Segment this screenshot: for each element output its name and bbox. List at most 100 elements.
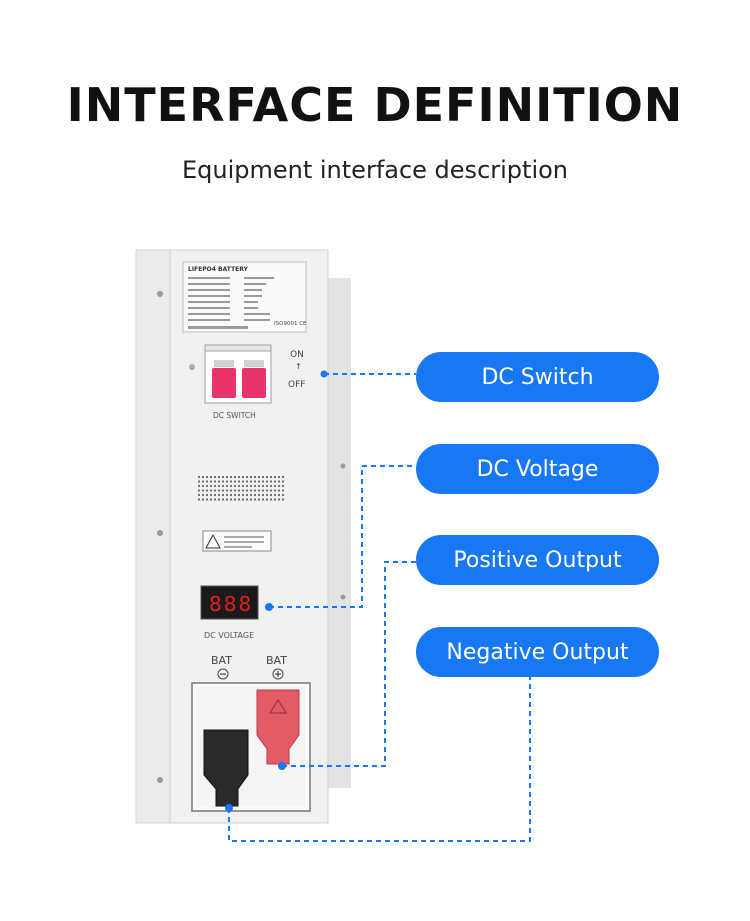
screw-icon [157,777,163,783]
vent-hole [261,493,265,497]
vent-hole [273,484,277,488]
vent-hole [273,480,277,483]
vent-hole [209,498,213,501]
vent-hole [281,498,285,501]
spec-label-title: LIFEPO4 BATTERY [188,266,248,273]
vent-hole [269,475,273,479]
vent-hole [245,484,249,488]
spec-label-lines [188,277,274,329]
vent-hole [277,489,281,492]
negative-terminal-cap [203,729,249,807]
vent-hole [229,493,233,497]
vent-hole [229,480,233,483]
vent-hole [253,484,257,488]
voltmeter-digits: 888 [209,592,253,616]
vent-hole [281,480,285,483]
vent-hole [217,498,221,501]
vent-hole [213,493,217,497]
warning-icon [205,533,221,549]
vent-hole [249,498,253,501]
device-mount-bracket [135,249,173,824]
vent-hole [209,493,213,497]
dc-voltage-label: DC VOLTAGE [204,631,254,640]
vent-hole [265,498,269,501]
vent-hole [197,484,201,488]
vent-hole [241,484,245,488]
vent-hole [209,480,213,483]
switch-on-label: ON [290,350,304,360]
callout-positive-output: Positive Output [416,535,659,585]
vent-hole [209,475,213,479]
vent-hole [205,493,209,497]
vent-hole [233,498,237,501]
page-title: INTERFACE DEFINITION [66,78,684,132]
leader-lines [228,373,531,842]
vent-hole [265,493,269,497]
vent-hole [213,498,217,501]
callout-label: DC Voltage [476,456,599,482]
vent-hole [225,480,229,483]
vent-hole [265,489,269,492]
vent-hole [205,484,209,488]
vent-hole [237,493,241,497]
vent-hole [257,498,261,501]
vent-hole [197,480,201,483]
vent-hole [269,489,273,492]
vent-hole [245,480,249,483]
vent-hole [213,484,217,488]
page-subtitle: Equipment interface description [181,156,568,184]
vent-hole [245,498,249,501]
vent-hole [217,475,221,479]
vent-hole [273,498,277,501]
vent-hole [245,493,249,497]
vent-hole [253,493,257,497]
device-side-panel [325,278,351,788]
vent-hole [233,484,237,488]
svg-text:↑: ↑ [295,362,302,371]
vent-hole [261,489,265,492]
vent-hole [201,484,205,488]
vent-hole [265,480,269,483]
vent-hole [277,493,281,497]
vent-hole [249,480,253,483]
switch-off-label: OFF [288,380,305,390]
minus-icon [217,668,229,680]
vent-hole [253,489,257,492]
callout-label: Positive Output [453,547,622,573]
vent-hole [281,489,285,492]
vent-hole [229,498,233,501]
vent-hole [209,484,213,488]
vent-hole [217,489,221,492]
vent-hole [265,484,269,488]
vent-hole [241,489,245,492]
vent-hole [269,498,273,501]
vent-hole [269,484,273,488]
vent-hole [277,484,281,488]
vent-hole [197,493,201,497]
callout-label: Negative Output [446,639,629,665]
vent-hole [273,489,277,492]
vent-hole [249,475,253,479]
vent-hole [273,475,277,479]
vent-hole [241,475,245,479]
vent-hole [245,475,249,479]
vent-hole [201,475,205,479]
vent-hole [229,475,233,479]
callout-label: DC Switch [481,364,594,390]
vent-hole [253,480,257,483]
vent-hole [237,475,241,479]
vent-hole [241,480,245,483]
vent-hole [197,498,201,501]
vent-hole [221,484,225,488]
vent-hole [249,493,253,497]
bat-negative-label: BAT [211,654,232,667]
vent-hole [213,489,217,492]
vent-hole [197,475,201,479]
vent-hole [217,484,221,488]
vent-hole [205,475,209,479]
vent-hole [201,489,205,492]
vent-hole [205,489,209,492]
vent-hole [201,498,205,501]
bat-positive-label: BAT [266,654,287,667]
